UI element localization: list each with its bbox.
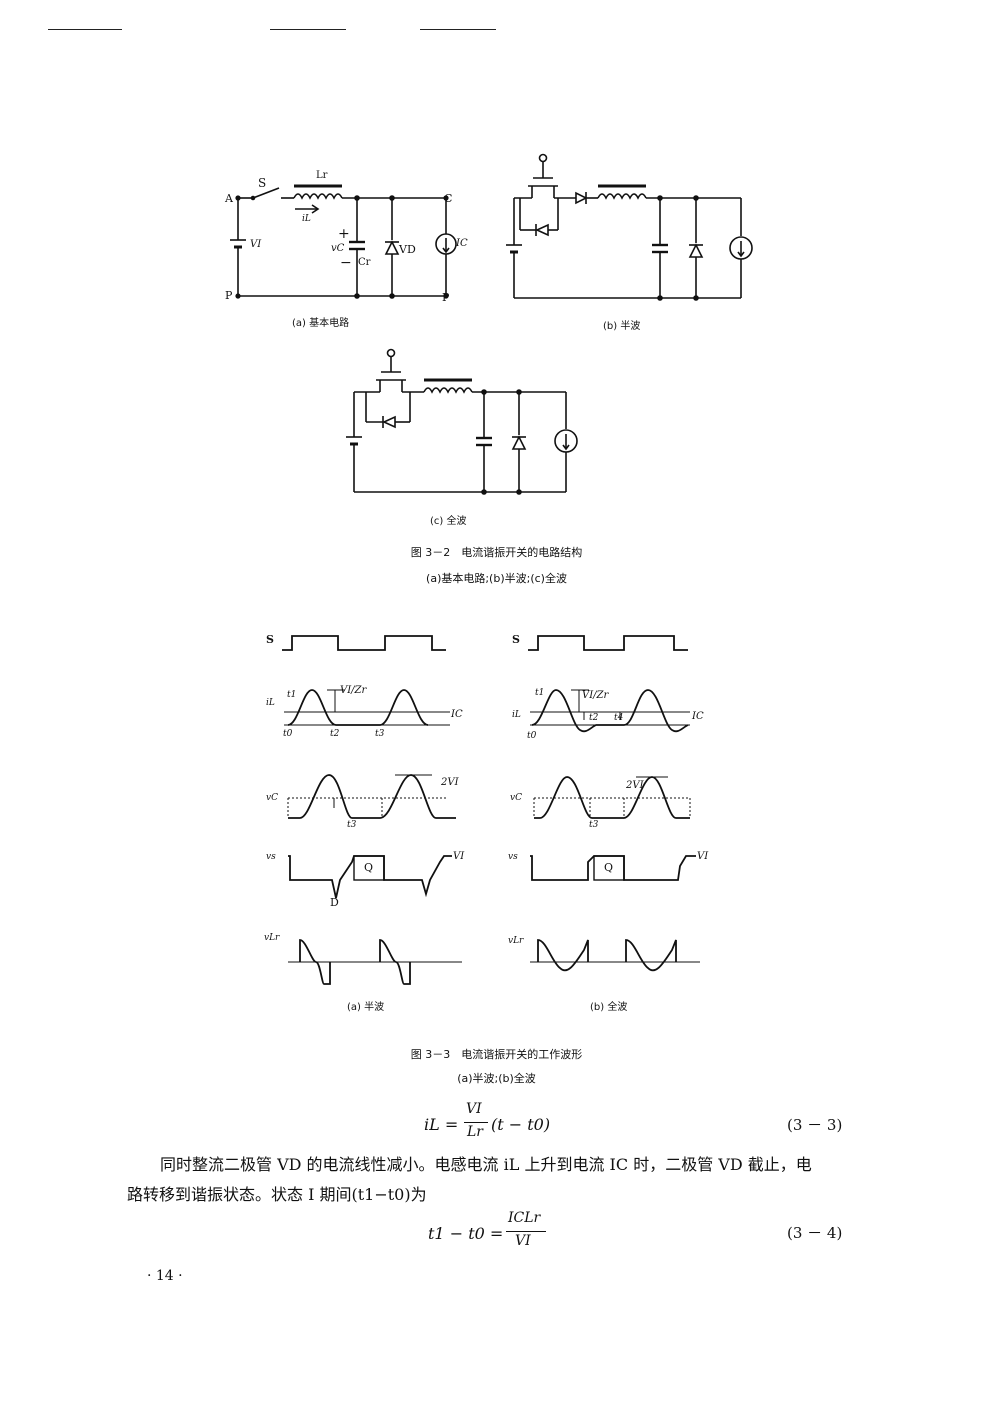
wave-half-s-label: S [266, 633, 274, 646]
page-number: · 14 · [147, 1268, 183, 1284]
equation-3-4-lhs: t1 − t0 = [428, 1224, 504, 1243]
figure-3-2-subtitle: (a)基本电路;(b)半波;(c)全波 [426, 572, 567, 585]
wave-half-t3b: t3 [347, 820, 357, 830]
label-plus: + [338, 226, 350, 242]
wave-full-il-label: iL [512, 710, 521, 720]
equation-3-3-fraction-bar [464, 1122, 488, 1123]
label-node-a: A [225, 192, 233, 205]
label-inductor: Lr [316, 170, 328, 181]
header-rule-left [48, 29, 122, 30]
label-diode: VD [399, 243, 416, 256]
equation-3-4-fraction-bar [506, 1231, 546, 1232]
figure-3-3-title: 图 3－3 电流谐振开关的工作波形 [410, 1048, 583, 1061]
label-current: iL [302, 214, 311, 224]
wave-full-t0: t0 [527, 731, 537, 741]
header-rule-middle [270, 29, 346, 30]
paragraph-line-1: 同时整流二极管 VD 的电流线性减小。电感电流 iL 上升到电流 IC 时，二极… [160, 1155, 812, 1174]
label-source: VI [250, 239, 262, 250]
equation-3-3-number: (3 － 3) [787, 1116, 843, 1134]
wave-half-vlr-label: vLr [264, 933, 280, 943]
label-minus: − [340, 255, 352, 271]
label-current-source: IC [456, 238, 468, 249]
waveforms-full-wave [528, 635, 700, 972]
wave-half-peak: VI/Zr [340, 685, 367, 696]
wave-half-ic: IC [451, 709, 463, 720]
equation-3-4-number: (3 － 4) [787, 1224, 843, 1242]
circuit-full-wave-diagram [346, 348, 578, 495]
wave-full-ic: IC [692, 711, 704, 722]
caption-basic-circuit: (a) 基本电路 [292, 318, 350, 329]
waveforms-half-wave [282, 635, 462, 985]
wave-full-vlr-label: vLr [508, 936, 524, 946]
header-rule-right [420, 29, 496, 30]
label-node-c: C [444, 192, 453, 205]
caption-full-wave-waveform: (b) 全波 [590, 1002, 628, 1013]
equation-3-3-numerator: VI [466, 1101, 482, 1117]
circuit-half-wave-diagram [506, 153, 753, 301]
caption-half-wave-circuit: (b) 半波 [603, 321, 641, 332]
equation-3-4-numerator: ICLr [508, 1210, 541, 1226]
wave-full-vc-label: vC [510, 793, 522, 803]
wave-full-vi: VI [697, 851, 709, 862]
label-switch: S [258, 176, 267, 190]
label-node-p-right: P [442, 291, 450, 304]
wave-full-t3: t3 [589, 820, 599, 830]
caption-full-wave-circuit: (c) 全波 [430, 516, 467, 527]
label-node-p-left: P [225, 289, 233, 302]
wave-half-q: Q [364, 861, 374, 874]
wave-full-q: Q [604, 861, 614, 874]
wave-full-t4: t4 [614, 713, 624, 723]
figure-3-2-title: 图 3－2 电流谐振开关的电路结构 [410, 546, 583, 559]
wave-full-vs-label: vs [508, 852, 518, 862]
wave-half-t3: t3 [375, 729, 385, 739]
equation-3-4-denominator: VI [515, 1233, 531, 1249]
equation-3-3-lhs: iL = [424, 1115, 459, 1134]
caption-half-wave-waveform: (a) 半波 [347, 1002, 385, 1013]
wave-half-t2: t2 [330, 729, 340, 739]
equation-3-3-denominator: Lr [467, 1124, 483, 1140]
wave-half-t1: t1 [287, 690, 297, 700]
equation-3-3-rhs: (t − t0) [491, 1115, 551, 1134]
wave-half-vs-label: vs [266, 852, 276, 862]
wave-full-t1: t1 [535, 688, 545, 698]
wave-half-vi: VI [453, 851, 465, 862]
wave-full-s-label: S [512, 633, 520, 646]
wave-half-d: D [330, 896, 339, 909]
wave-half-2vi: 2VI [441, 777, 459, 788]
wave-full-t2: t2 [589, 713, 599, 723]
wave-half-il-label: iL [266, 698, 275, 708]
label-cap-voltage: vC [331, 243, 345, 254]
label-capacitor: Cr [358, 257, 371, 268]
wave-half-t0: t0 [283, 729, 293, 739]
wave-full-2vi: 2VI [626, 780, 644, 791]
wave-full-peak: VI/Zr [582, 690, 609, 701]
paragraph-line-2: 路转移到谐振状态。状态 I 期间(t1−t0)为 [127, 1185, 427, 1204]
figure-3-3-subtitle: (a)半波;(b)全波 [457, 1072, 536, 1085]
wave-half-vc-label: vC [266, 793, 278, 803]
